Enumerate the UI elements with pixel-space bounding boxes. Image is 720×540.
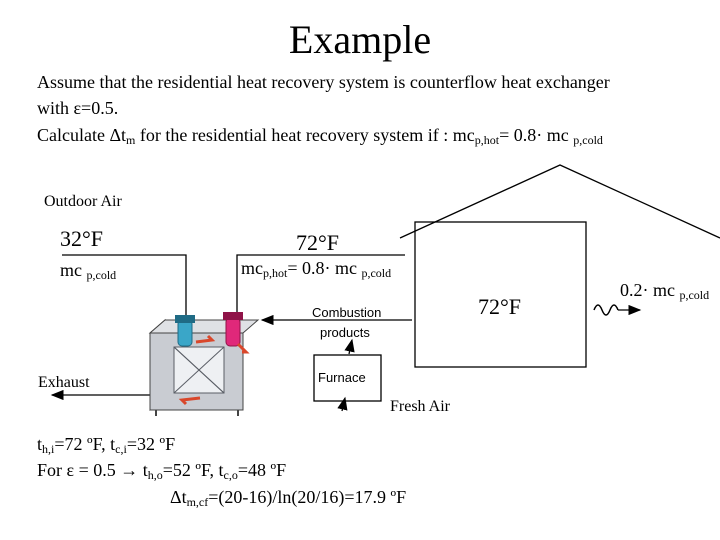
exhaust-fan-cap <box>175 315 195 323</box>
unit-core-diagonal-b <box>173 346 225 394</box>
result-line-2: For ε = 0.5 → th,o=52 ºF, tc,o=48 ºF <box>37 460 287 482</box>
fresh-air-arrow <box>337 396 348 412</box>
house-wall <box>414 221 587 368</box>
intro-line-2: with ε=0.5. <box>37 98 119 118</box>
supply-temp-label: 72°F <box>296 230 340 255</box>
furnace-box <box>313 354 382 402</box>
house-temp-label: 72°F <box>478 294 522 319</box>
outdoor-air-label: Outdoor Air <box>44 193 122 210</box>
combustion-label-2: products <box>320 325 370 340</box>
supply-fan <box>225 317 241 347</box>
airflow-arrow-3 <box>236 342 250 354</box>
result-line-3: Δtm,cf=(20-16)/ln(20/16)=17.9 ºF <box>170 487 407 509</box>
intro-line-3: Calculate Δtm for the residential heat r… <box>37 125 603 147</box>
exhaust-fan <box>177 319 193 347</box>
combustion-label-1: Combustion <box>312 305 382 320</box>
leakage-squiggle <box>593 304 619 316</box>
combustion-flue-arrow <box>344 338 355 355</box>
outdoor-temp-label: 32°F <box>60 226 104 251</box>
hot-capacity-label: mcp,hot= 0.8· mc p,cold <box>241 258 392 280</box>
cold-capacity-label: mc p,cold <box>60 260 117 282</box>
unit-top-panel <box>148 319 260 334</box>
furnace-label: Furnace <box>318 370 366 385</box>
result-line-1: th,i=72 ºF, tc,i=32 ºF <box>37 434 176 456</box>
house-roof <box>399 164 720 239</box>
airflow-arrow-1 <box>195 334 216 344</box>
exhaust-label: Exhaust <box>38 374 90 391</box>
heat-recovery-unit-image <box>148 312 260 416</box>
fresh-air-label: Fresh Air <box>390 398 450 415</box>
intro-line-1: Assume that the residential heat recover… <box>37 72 610 92</box>
airflow-arrow-2 <box>178 396 201 406</box>
page-title: Example <box>288 17 432 62</box>
leakage-capacity-label: 0.2· mc p,cold <box>620 280 710 302</box>
supply-fan-cap <box>223 312 243 320</box>
